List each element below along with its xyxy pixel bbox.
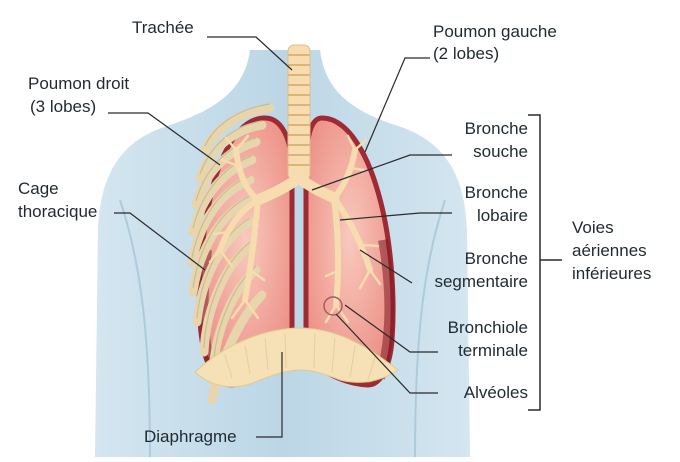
label-trachea: Trachée [132,18,194,38]
label-lobar-bronchus-line1: Bronche [465,183,528,203]
label-lower-airways-line1: Voies [572,218,614,238]
label-lower-airways-line3: inférieures [572,264,651,284]
label-ribcage-line1: Cage [18,179,59,199]
label-main-bronchus-line1: Bronche [465,119,528,139]
label-main-bronchus-line2: souche [473,142,528,162]
label-lobar-bronchus-line2: lobaire [477,206,528,226]
label-left-lung-line2: (2 lobes) [433,44,499,64]
label-bronchiole-line2: terminale [458,341,528,361]
label-segmental-bronchus-line2: segmentaire [434,272,528,292]
label-alveoli: Alvéoles [464,383,528,403]
label-diaphragm: Diaphragme [144,427,237,447]
label-left-lung-line1: Poumon gauche [433,22,557,42]
lower-airways-bracket [528,115,562,410]
label-segmental-bronchus-line1: Bronche [465,249,528,269]
label-lower-airways-line2: aériennes [572,241,647,261]
label-bronchiole-line1: Bronchiole [448,318,528,338]
trachea [288,45,310,180]
label-right-lung-line1: Poumon droit [28,74,129,94]
label-ribcage-line2: thoracique [18,202,97,222]
label-right-lung-line2: (3 lobes) [30,97,96,117]
